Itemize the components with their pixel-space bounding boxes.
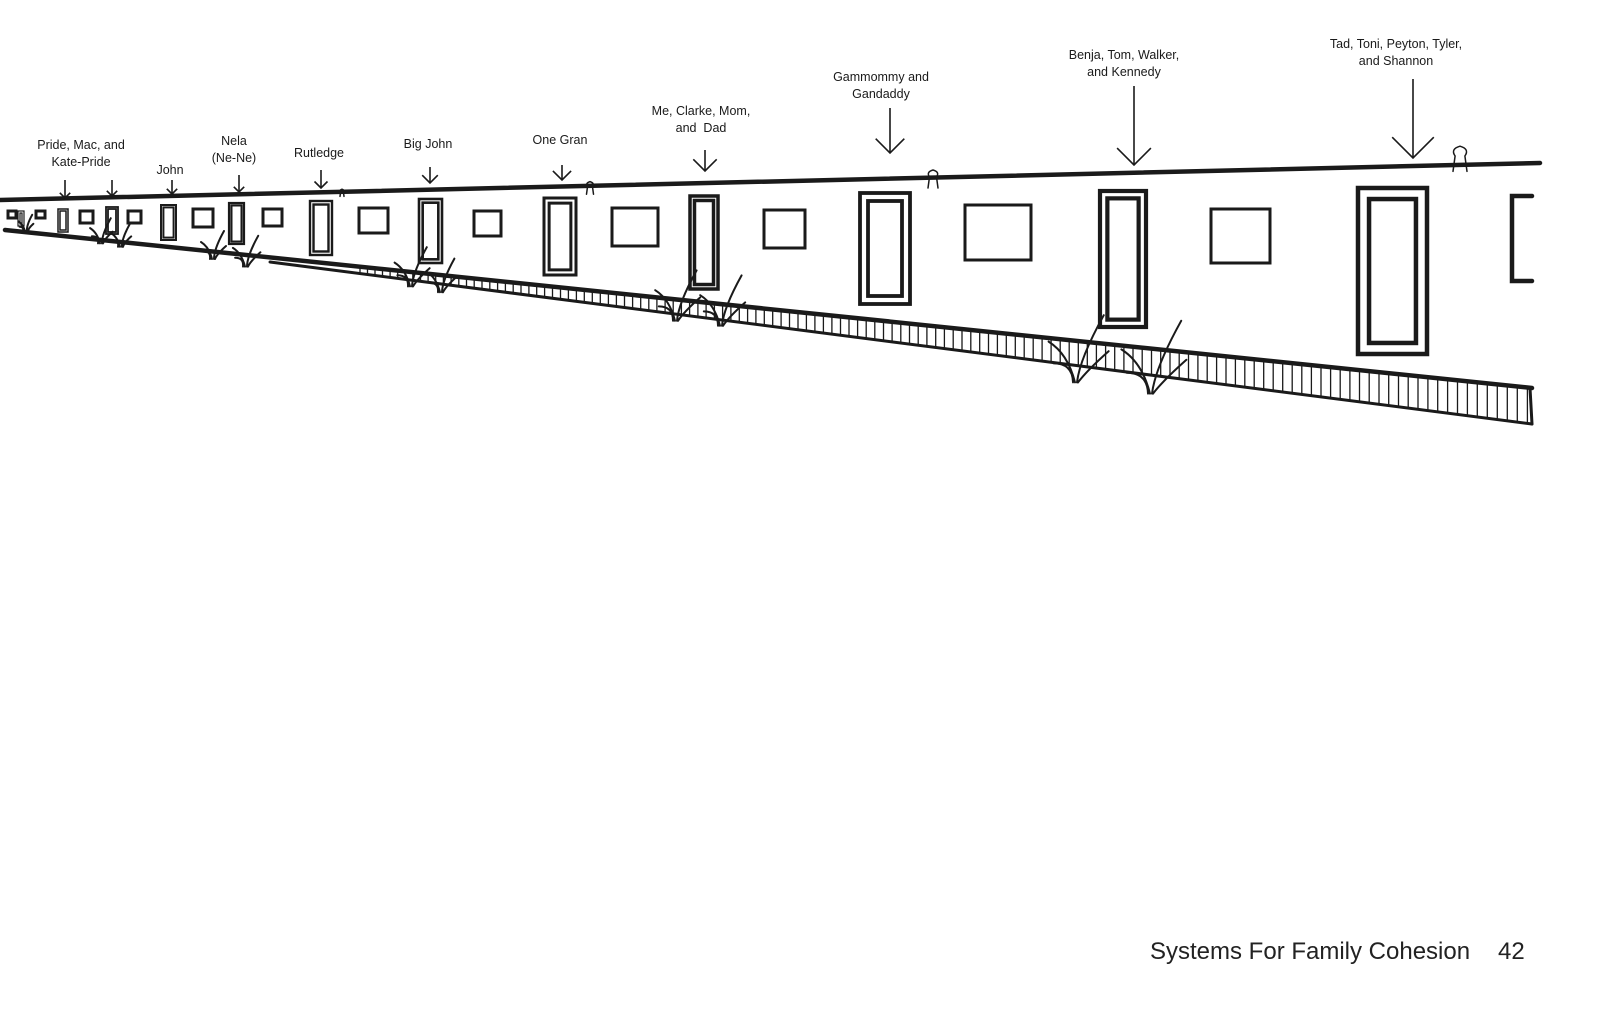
window (191, 207, 215, 229)
window (6, 209, 18, 220)
door-outer (160, 204, 177, 241)
arrow-head (692, 158, 718, 173)
label-big-john: Big John (403, 137, 453, 151)
window (357, 206, 390, 235)
label-one-gran: One Gran (532, 133, 588, 147)
grass-tuft (1047, 314, 1110, 384)
grass-tufts (17, 213, 1188, 395)
door-inner (692, 198, 716, 287)
grass-tuft (393, 246, 431, 288)
arrows (59, 79, 1435, 200)
grass-tuft (1120, 319, 1188, 395)
door-inner (866, 199, 904, 298)
door-outer (1355, 185, 1430, 357)
window (610, 206, 660, 248)
arrow-head (233, 186, 245, 194)
grass-tuft (425, 257, 458, 294)
label-rutledge: Rutledge (293, 146, 345, 160)
label-gammommy-gandaddy: Gammommy and Gandaddy (833, 70, 929, 101)
door-outer (542, 196, 578, 277)
window (472, 209, 503, 238)
train-car (0, 145, 1543, 426)
label-john: John (156, 163, 184, 177)
roof-vent (1452, 145, 1468, 173)
window (762, 208, 807, 250)
door-inner (1105, 196, 1141, 322)
roof-vent (585, 180, 595, 195)
window (34, 209, 47, 220)
window (126, 209, 143, 225)
arrow-head (421, 174, 439, 185)
label-benja-tom-walker-kennedy: Benja, Tom, Walker, and Kennedy (1068, 48, 1180, 79)
arrow-head (313, 180, 329, 190)
arrow-head (59, 192, 71, 200)
door-outer (308, 199, 334, 257)
door-inner (1366, 196, 1419, 346)
page-number: 42 (1498, 938, 1525, 965)
rail-line (268, 260, 1534, 426)
door-partial (1509, 193, 1535, 284)
window (1209, 207, 1272, 265)
roof-vent (927, 169, 939, 189)
door-outer (57, 208, 69, 233)
rail-end (1528, 386, 1534, 426)
door-inner (547, 201, 573, 272)
rail-ties (359, 267, 1529, 424)
window (261, 207, 284, 228)
grass-tuft (231, 234, 262, 268)
roof-line (0, 160, 1543, 203)
door-inner (421, 201, 440, 261)
window (963, 203, 1033, 262)
footer-title: Systems For Family Cohesion (1150, 938, 1471, 965)
label-nela: Nela (Ne-Ne) (211, 134, 257, 165)
label-me-clarke-mom-dad: Me, Clarke, Mom, and Dad (651, 104, 751, 135)
arrow-head (552, 170, 572, 182)
arrow-head (1391, 136, 1435, 160)
arrow-head (1116, 147, 1152, 167)
window (78, 209, 95, 225)
grass-tuft (699, 274, 747, 327)
grass-tuft (110, 223, 133, 248)
label-tad-toni-peyton-tyler-shannon: Tad, Toni, Peyton, Tyler, and Shannon (1329, 37, 1463, 68)
car-bottom-line (2, 227, 1535, 391)
door-outer (227, 201, 246, 246)
grass-tuft (200, 230, 227, 260)
roof-vent (339, 188, 345, 198)
door-outer (688, 194, 720, 291)
door-inner (162, 206, 175, 239)
arrow-head (106, 190, 118, 198)
arrow-head (166, 188, 178, 196)
door-outer (858, 191, 912, 306)
grass-tuft (654, 269, 702, 322)
grass-tuft (89, 217, 114, 245)
door-inner (312, 203, 330, 253)
door-outer (1097, 188, 1149, 330)
door-inner (59, 210, 67, 231)
door-outer (417, 197, 444, 265)
door-inner (230, 204, 243, 243)
arrow-head (875, 138, 905, 155)
grass-tuft (17, 213, 35, 233)
label-pride-mac-kate-pride: Pride, Mac, and Kate-Pride (37, 138, 125, 169)
